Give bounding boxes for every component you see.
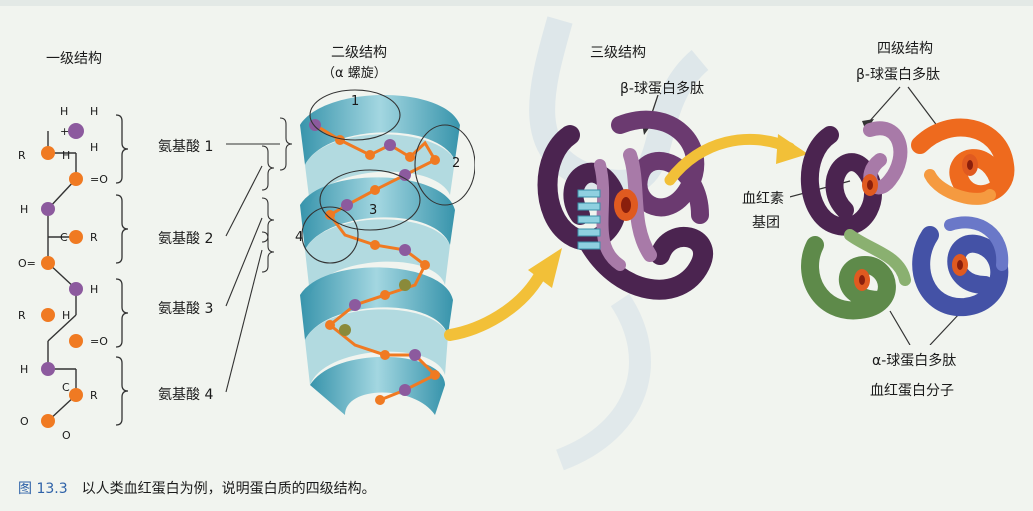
arrow-secondary-to-tertiary: [444, 248, 562, 341]
primary-structure-chain: H H + H R H =O H C R O= H R H =O H C R O O: [18, 105, 129, 442]
svg-text:+: +: [60, 125, 69, 138]
arrow-tertiary-to-quaternary: [664, 133, 808, 186]
tertiary-structure-title: 三级结构: [590, 45, 646, 61]
svg-text:R: R: [90, 231, 98, 244]
quaternary-alpha-label: α-球蛋白多肽: [872, 353, 957, 369]
tertiary-beta-label: β-球蛋白多肽: [620, 81, 704, 97]
svg-text:O=: O=: [18, 257, 36, 270]
heme-group-label-line1: 血红素: [742, 191, 784, 207]
amino-acid-label-2: 氨基酸 2: [158, 231, 214, 247]
quaternary-structure-model: [790, 86, 1015, 345]
helix-marker-3: 3: [369, 203, 378, 218]
tertiary-structure-model: [537, 95, 713, 300]
svg-text:H: H: [90, 105, 98, 118]
svg-text:H: H: [62, 149, 70, 162]
helix-marker-2: 2: [452, 156, 461, 171]
svg-text:O: O: [62, 429, 71, 442]
secondary-structure-title: 二级结构: [331, 45, 387, 61]
helix-marker-1: 1: [351, 94, 360, 109]
svg-text:C: C: [62, 381, 70, 394]
quaternary-structure-title: 四级结构: [877, 41, 933, 57]
helix-marker-4: 4: [295, 230, 304, 245]
figure-caption: 图 13.3 以人类血红蛋白为例，说明蛋白质的四级结构。: [18, 478, 376, 498]
quaternary-beta-label: β-球蛋白多肽: [856, 67, 940, 83]
svg-text:=O: =O: [90, 335, 108, 348]
svg-text:H: H: [60, 105, 68, 118]
svg-text:C: C: [60, 231, 68, 244]
figure-caption-text: 以人类血红蛋白为例，说明蛋白质的四级结构。: [81, 481, 376, 497]
hemoglobin-molecule-label: 血红蛋白分子: [870, 383, 954, 399]
amino-acid-label-4: 氨基酸 4: [158, 387, 214, 403]
svg-text:H: H: [62, 309, 70, 322]
alpha-helix-diagram: [300, 89, 475, 415]
secondary-structure-subtitle: （α 螺旋）: [322, 66, 387, 81]
svg-text:H: H: [90, 283, 98, 296]
amino-acid-label-1: 氨基酸 1: [158, 139, 214, 155]
svg-text:O: O: [20, 415, 29, 428]
amino-acid-label-3: 氨基酸 3: [158, 301, 214, 317]
svg-text:H: H: [20, 363, 28, 376]
svg-text:R: R: [18, 309, 26, 322]
svg-text:R: R: [90, 389, 98, 402]
svg-text:H: H: [20, 203, 28, 216]
figure-number: 图 13.3: [18, 481, 68, 497]
primary-structure-title: 一级结构: [46, 51, 102, 67]
svg-text:R: R: [18, 149, 26, 162]
heme-group-label-line2: 基团: [752, 215, 780, 231]
svg-text:H: H: [90, 141, 98, 154]
svg-text:=O: =O: [90, 173, 108, 186]
